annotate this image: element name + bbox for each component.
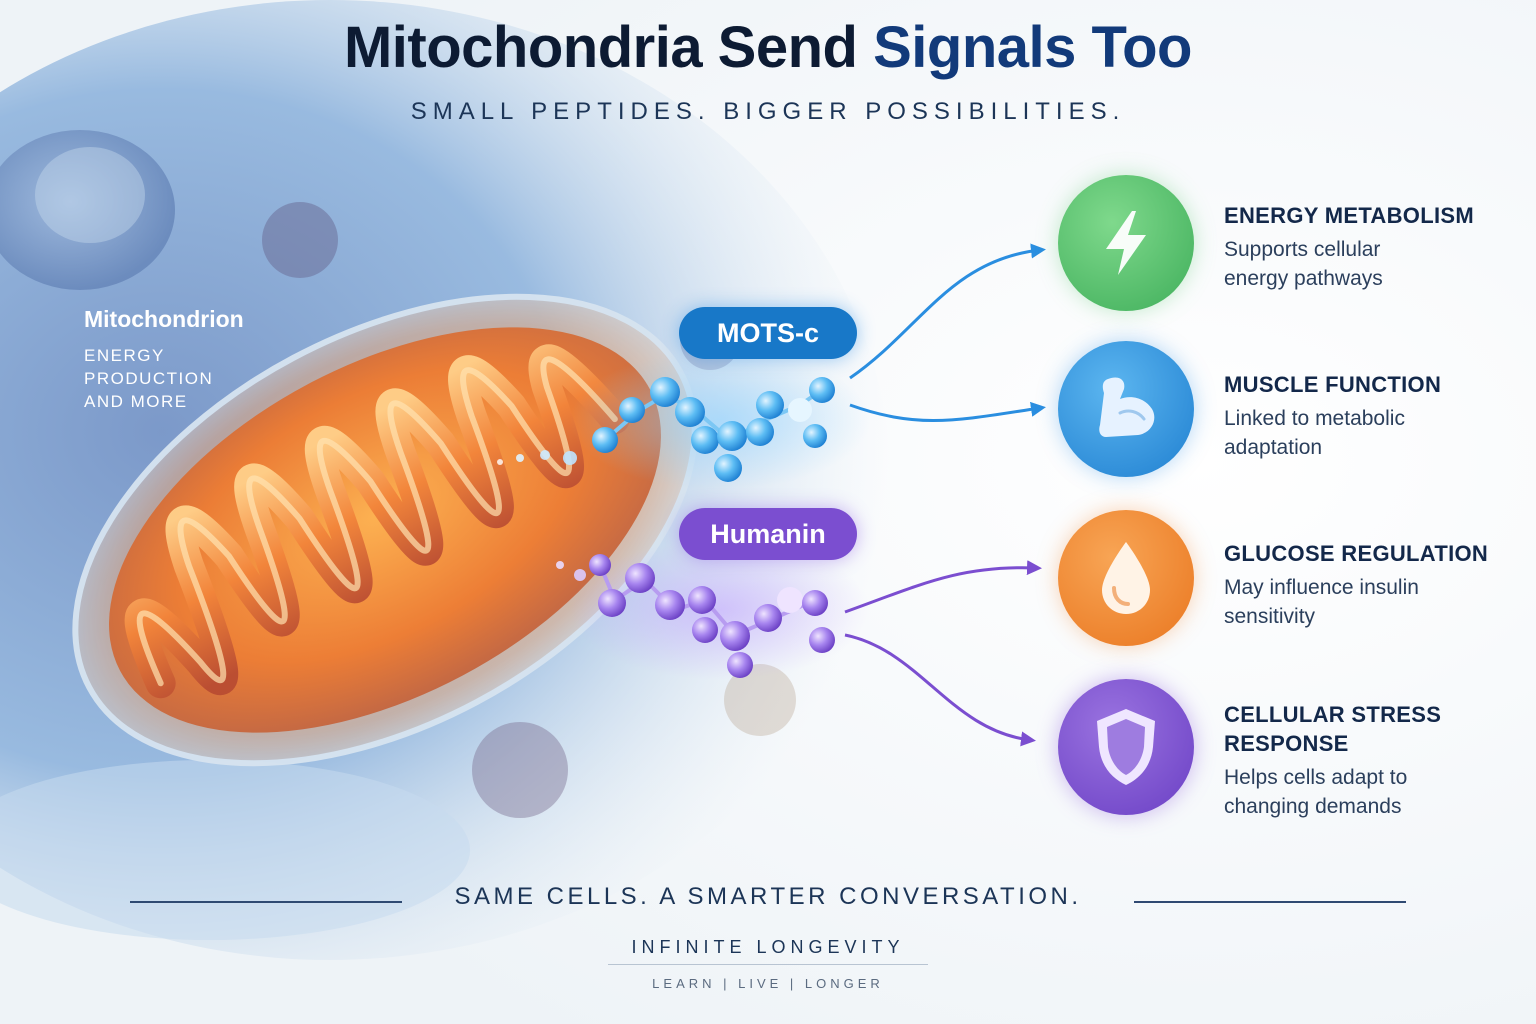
- benefit-text: Linked to metabolic adaptation: [1224, 407, 1405, 459]
- arrow-to-muscle: [849, 401, 1046, 422]
- tagline-rule-left: [130, 901, 402, 903]
- humanin-pill: Humanin: [679, 508, 857, 560]
- benefit-title: GLUCOSE REGULATION: [1224, 541, 1489, 566]
- benefit-glucose-regulation: GLUCOSE REGULATION May influence insulin…: [1224, 539, 1524, 631]
- benefit-text: Supports cellular energy pathways: [1224, 238, 1383, 290]
- lightning-icon: [1106, 211, 1146, 275]
- benefit-title: ENERGY METABOLISM: [1224, 203, 1474, 228]
- brand-name: INFINITE LONGEVITY: [631, 937, 905, 957]
- page-title: Mitochondria Send Signals Too: [0, 14, 1536, 81]
- arrow-to-glucose: [844, 560, 1042, 614]
- tagline-rule-right: [1134, 901, 1406, 903]
- arrow-to-energy: [849, 243, 1046, 380]
- glucose-regulation-badge: [1058, 510, 1194, 646]
- mitochondrion-label: Mitochondrion: [84, 306, 244, 332]
- signal-sparkles: [497, 450, 586, 581]
- footer-tagline: SAME CELLS. A SMARTER CONVERSATION.: [454, 883, 1082, 910]
- mots-c-molecule: [570, 350, 870, 490]
- muscle-function-badge: [1058, 341, 1194, 477]
- benefit-title: MUSCLE FUNCTION: [1224, 372, 1442, 397]
- benefit-cellular-stress-response: CELLULAR STRESS RESPONSE Helps cells ada…: [1224, 700, 1524, 821]
- shield-icon: [1097, 709, 1155, 785]
- mitochondrion-description: ENERGY PRODUCTION AND MORE: [84, 346, 214, 411]
- page-subtitle: SMALL PEPTIDES. BIGGER POSSIBILITIES.: [410, 98, 1126, 125]
- flexed-arm-icon: [1099, 377, 1155, 437]
- benefit-energy-metabolism: ENERGY METABOLISM Supports cellular ener…: [1224, 201, 1524, 293]
- energy-metabolism-badge: [1058, 175, 1194, 311]
- cellular-stress-response-badge: [1058, 679, 1194, 815]
- arrow-to-stress: [844, 633, 1036, 747]
- humanin-molecule: [570, 540, 870, 680]
- mots-c-pill: MOTS-c: [679, 307, 857, 359]
- benefit-text: Helps cells adapt to changing demands: [1224, 766, 1408, 818]
- brand-slogan: LEARN | LIVE | LONGER: [652, 976, 884, 991]
- mitochondrion-illustration: [72, 293, 698, 767]
- brand-divider: [608, 964, 928, 965]
- droplet-icon: [1102, 542, 1150, 614]
- benefit-muscle-function: MUSCLE FUNCTION Linked to metabolic adap…: [1224, 370, 1524, 462]
- title-part-1: Mitochondria Send: [343, 15, 874, 80]
- title-part-2: Signals Too: [873, 15, 1192, 80]
- benefit-text: May influence insulin sensitivity: [1224, 576, 1419, 628]
- benefit-title: CELLULAR STRESS RESPONSE: [1224, 702, 1442, 756]
